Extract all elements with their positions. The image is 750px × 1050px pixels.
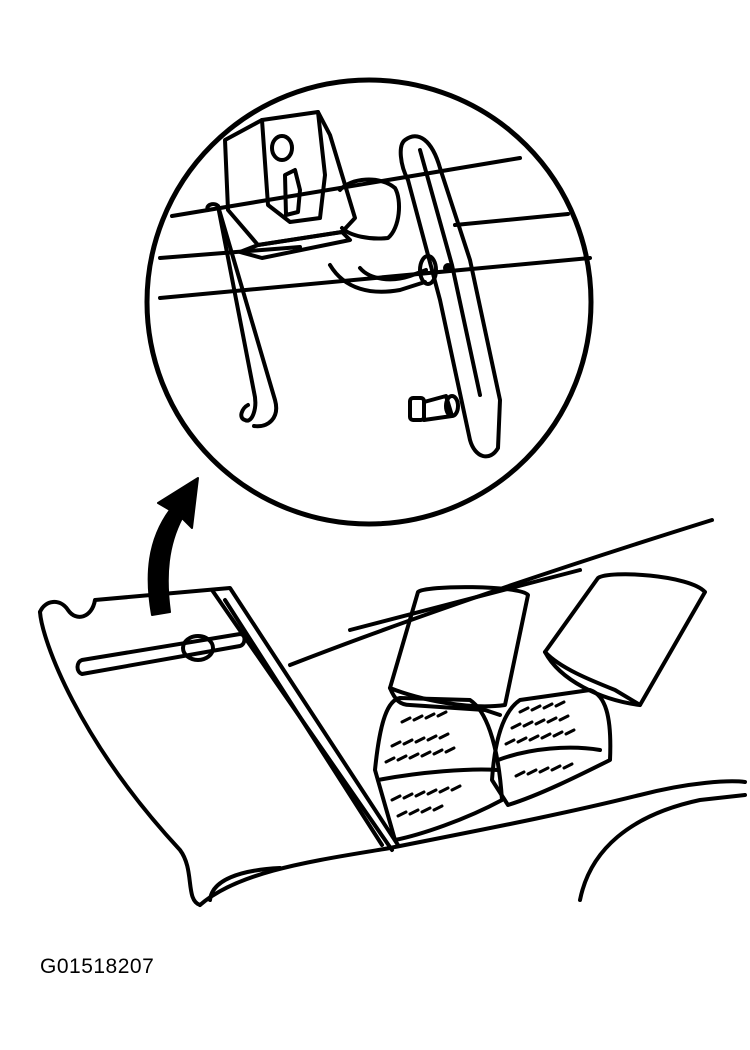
seat-view xyxy=(38,518,747,907)
adjust-slot xyxy=(75,632,247,676)
detail-circle xyxy=(144,77,594,527)
buckle-left xyxy=(373,585,530,842)
figure-id-label: G01518207 xyxy=(40,955,155,978)
detail-view xyxy=(144,77,594,527)
adjust-knob xyxy=(181,634,215,662)
bracket xyxy=(223,110,357,260)
buckle-right-grip xyxy=(504,700,576,778)
buckle-left-grip xyxy=(384,710,462,818)
left-hook xyxy=(205,202,279,429)
latch-pin xyxy=(408,394,460,422)
seat-back xyxy=(38,586,400,847)
buckle-right xyxy=(490,572,707,807)
bracket-hole xyxy=(270,134,294,162)
latch-tube xyxy=(328,177,438,294)
arrow-up-icon xyxy=(147,477,199,616)
release-lever xyxy=(398,134,502,459)
